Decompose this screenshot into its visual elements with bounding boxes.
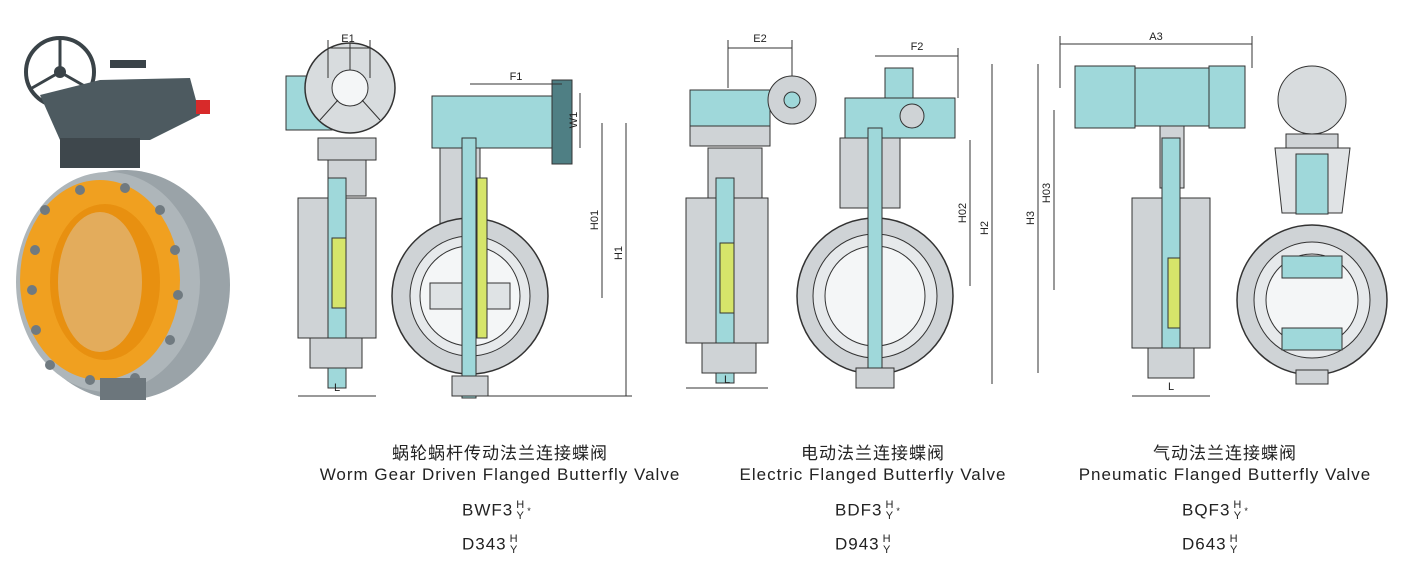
- pneumatic-dimension-lines: [1037, 36, 1253, 397]
- worm-model-1-sup: H: [516, 499, 526, 511]
- worm-model-1-sub: Y: [516, 510, 525, 522]
- electric-valve-drawing: E2 F2 H02 H2 L: [685, 33, 993, 389]
- pneumatic-valve-drawing: A3 H03 H3 L: [1025, 31, 1388, 397]
- dim-w1-label: W1: [568, 112, 580, 129]
- electric-model-1-code: BDF3: [835, 500, 883, 520]
- worm-side-view: [285, 42, 396, 389]
- pneumatic-model-1-star: *: [1244, 506, 1249, 516]
- dim-f2-label: F2: [911, 41, 924, 53]
- pneumatic-side-view: [1074, 65, 1246, 379]
- dim-l2-label: L: [724, 374, 730, 386]
- worm-model-1-code: BWF3: [462, 500, 514, 520]
- electric-title-cn: 电动法兰连接蝶阀: [801, 444, 945, 464]
- electric-model-2-code: D943: [835, 534, 880, 554]
- electric-model-1-sup: H: [885, 499, 895, 511]
- worm-front-view: [391, 79, 573, 399]
- dim-a3-label: A3: [1149, 31, 1162, 43]
- electric-dimension-lines: [686, 40, 993, 389]
- dim-e2-label: E2: [753, 33, 766, 45]
- worm-gear-valve-drawing: E1 F1 W1 H01 H1 L: [285, 33, 632, 399]
- pneumatic-model-2-code: D643: [1182, 534, 1227, 554]
- worm-gear-title-cn: 蜗轮蜗杆传动法兰连接蝶阀: [392, 444, 608, 464]
- dim-h3-label: H3: [1025, 211, 1037, 225]
- worm-gear-title-en: Worm Gear Driven Flanged Butterfly Valve: [319, 465, 681, 484]
- dim-f1-label: F1: [510, 71, 523, 83]
- pneumatic-front-view: [1236, 65, 1388, 385]
- worm-model-1-star: *: [527, 506, 532, 516]
- electric-model-2-sup: H: [882, 533, 892, 545]
- worm-model-2-code: D343: [462, 534, 507, 554]
- dim-l-label: L: [334, 382, 340, 394]
- pneumatic-title-cn: 气动法兰连接蝶阀: [1153, 444, 1297, 464]
- dim-l3-label: L: [1168, 381, 1174, 393]
- electric-model-1-sub: Y: [885, 510, 895, 522]
- dim-h1-label: H1: [613, 246, 625, 260]
- dim-h03-label: H03: [1041, 183, 1053, 203]
- electric-model-2-sub: Y: [882, 544, 892, 556]
- pneumatic-model-2-sup: H: [1229, 533, 1239, 545]
- electric-model-1-star: *: [896, 506, 901, 516]
- electric-front-view: [796, 67, 956, 389]
- dim-h2-label: H2: [979, 221, 991, 235]
- electric-side-view: [685, 75, 817, 384]
- worm-model-2-sup: H: [509, 533, 519, 545]
- electric-title-en: Electric Flanged Butterfly Valve: [739, 465, 1007, 484]
- electric-caption: 电动法兰连接蝶阀 Electric Flanged Butterfly Valv…: [718, 444, 1028, 486]
- pneumatic-model-2-sub: Y: [1229, 544, 1239, 556]
- pneumatic-model-1-code: BQF3: [1182, 500, 1231, 520]
- dim-h01-label: H01: [589, 210, 601, 230]
- worm-dimension-lines: [298, 40, 632, 397]
- dim-e1-label: E1: [341, 33, 354, 45]
- pneumatic-model-1-sub: Y: [1233, 510, 1243, 522]
- worm-model-2-sub: Y: [509, 544, 519, 556]
- product-photo: [16, 36, 230, 400]
- pneumatic-caption: 气动法兰连接蝶阀 Pneumatic Flanged Butterfly Val…: [1055, 444, 1395, 486]
- pneumatic-title-en: Pneumatic Flanged Butterfly Valve: [1078, 465, 1372, 484]
- dim-h02-label: H02: [957, 203, 969, 223]
- pneumatic-model-1-sup: H: [1233, 499, 1243, 511]
- worm-gear-caption: 蜗轮蜗杆传动法兰连接蝶阀 Worm Gear Driven Flanged Bu…: [290, 444, 710, 486]
